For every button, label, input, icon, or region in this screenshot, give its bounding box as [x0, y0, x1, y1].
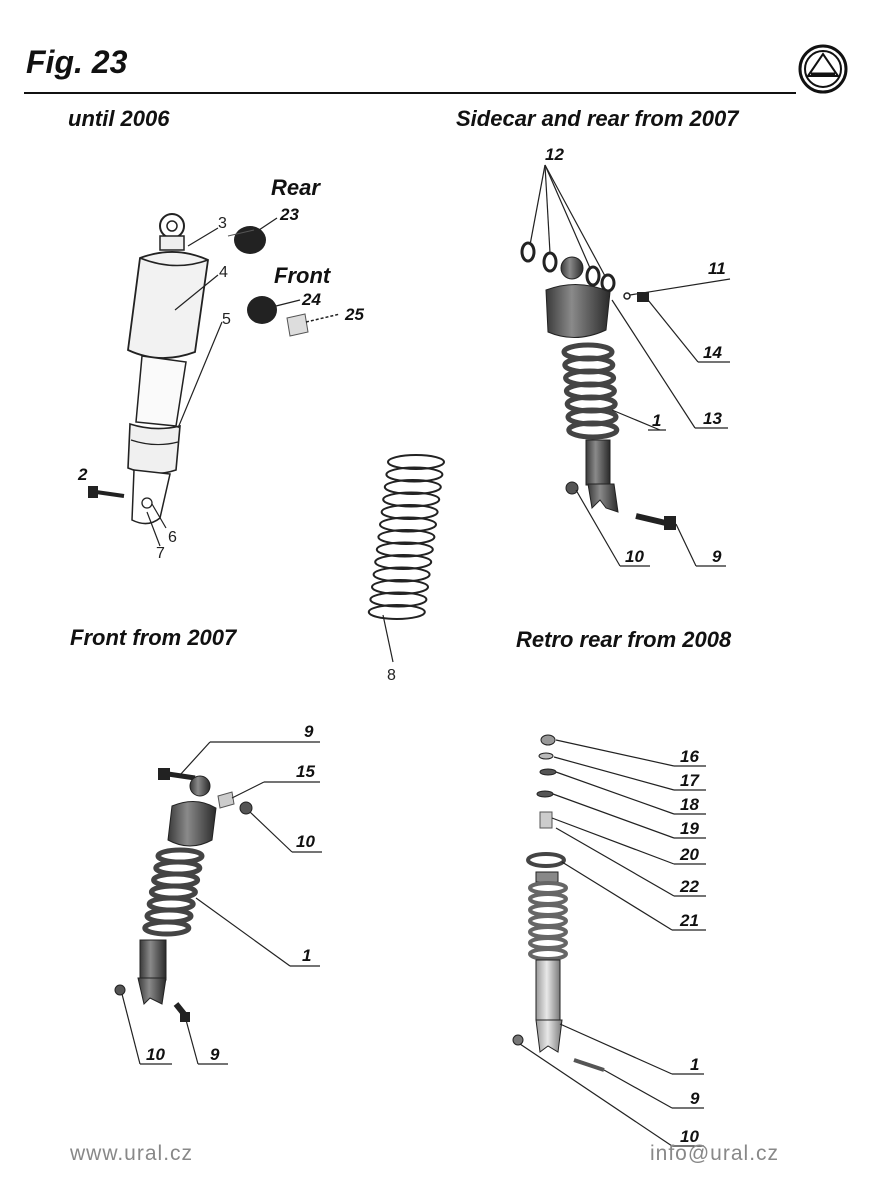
spring-coil — [385, 466, 444, 483]
spring-coil — [379, 516, 437, 533]
footer-email: info@ural.cz — [650, 1142, 780, 1165]
bushing-rear — [227, 226, 266, 254]
callout-15: 15 — [296, 762, 315, 781]
callout-19: 19 — [680, 819, 699, 838]
callout-22: 22 — [679, 877, 699, 896]
spring-coil — [528, 914, 568, 928]
callout-20: 20 — [679, 845, 699, 864]
spring-coil — [528, 881, 568, 895]
spring-coil — [528, 936, 568, 950]
callout-10-c: 10 — [296, 832, 315, 851]
callout-2: 2 — [77, 465, 88, 484]
callout-23: 23 — [279, 205, 299, 224]
callout-13: 13 — [703, 409, 722, 428]
section-sidecar-rear-2007: Sidecar and rear from 2007 — [456, 106, 739, 131]
callout-16: 16 — [680, 747, 699, 766]
callout-10-d: 10 — [680, 1127, 699, 1146]
callout-4: 4 — [219, 264, 228, 281]
spring-coil — [369, 591, 428, 608]
bolt-2 — [88, 486, 125, 498]
shock-absorber-front-2007 — [114, 768, 253, 1022]
spring-coil — [375, 541, 434, 558]
bushing-front — [247, 296, 277, 324]
callout-17: 17 — [680, 771, 700, 790]
spring-coil — [372, 566, 431, 583]
spring-coil — [528, 947, 568, 961]
shock-absorber-old — [127, 213, 209, 525]
callout-9-d: 9 — [690, 1089, 700, 1108]
callout-8: 8 — [387, 667, 396, 684]
callout-1-c: 1 — [302, 946, 311, 965]
spring-coil — [374, 554, 433, 570]
callout-21: 21 — [679, 911, 699, 930]
shock-absorber-2007 — [520, 241, 676, 530]
spring-coil — [383, 479, 442, 495]
spring-coil — [528, 903, 568, 917]
spring-coil — [142, 919, 192, 937]
section-retro-rear-2008: Retro rear from 2008 — [516, 627, 732, 652]
section-until-2006: until 2006 — [68, 106, 170, 131]
callout-10-b: 10 — [625, 547, 644, 566]
callout-14: 14 — [703, 343, 722, 362]
callout-lines-b — [529, 164, 731, 567]
callout-12: 12 — [545, 145, 564, 164]
callout-1-b: 1 — [652, 411, 661, 430]
callout-lines-a — [146, 217, 301, 547]
callout-18: 18 — [680, 795, 699, 814]
spring-coil — [382, 491, 441, 508]
label-front: Front — [274, 263, 332, 288]
spring-coil — [387, 454, 445, 470]
spring-coil — [528, 925, 568, 939]
callout-3: 3 — [218, 215, 227, 232]
spring-coil — [566, 420, 620, 440]
callout-6: 6 — [168, 529, 177, 546]
spring-coil — [380, 504, 439, 520]
callout-10-c2: 10 — [146, 1045, 165, 1064]
callout-1-d: 1 — [690, 1055, 699, 1074]
callout-25: 25 — [344, 305, 364, 324]
spring-coil — [371, 579, 429, 595]
ural-logo-icon — [798, 44, 848, 94]
sleeve-25 — [286, 313, 341, 337]
spring-coil — [367, 604, 426, 620]
footer-website: www.ural.cz — [70, 1142, 194, 1165]
callout-9-c: 9 — [304, 722, 314, 741]
spring — [367, 454, 445, 620]
callout-11: 11 — [708, 259, 726, 278]
label-rear: Rear — [271, 175, 321, 200]
section-front-2007: Front from 2007 — [70, 625, 237, 650]
figure-title: Fig. 23 — [26, 44, 128, 80]
callout-7: 7 — [156, 545, 165, 562]
callout-24: 24 — [301, 290, 321, 309]
spring-coil — [528, 892, 568, 906]
callout-9-c2: 9 — [210, 1045, 220, 1064]
callout-lines-d — [519, 739, 706, 1147]
callout-5: 5 — [222, 311, 231, 328]
callout-9-b: 9 — [712, 547, 722, 566]
callout-lines-c — [121, 741, 322, 1065]
shock-absorber-retro-2008 — [512, 734, 605, 1072]
title-rule — [24, 92, 796, 94]
spring-coil — [377, 529, 436, 545]
